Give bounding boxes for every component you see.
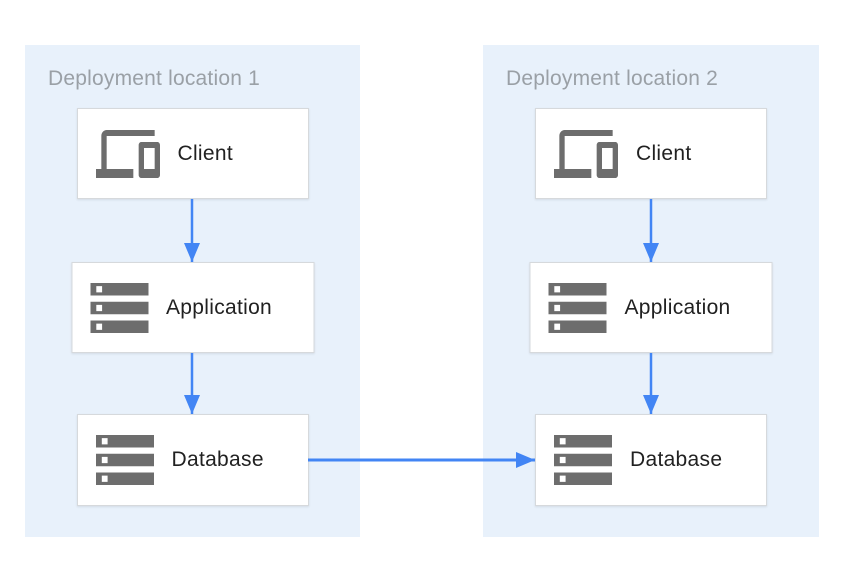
server-stack-icon: [554, 435, 612, 485]
node-label: Database: [171, 448, 264, 471]
panel-deployment-location-1: Deployment location 1 Client Application: [25, 45, 360, 537]
node-label: Database: [630, 448, 723, 471]
devices-icon: [95, 129, 160, 178]
server-stack-icon: [95, 435, 154, 485]
node-database: Database: [535, 414, 767, 506]
node-label: Client: [636, 141, 692, 165]
node-label: Application: [166, 295, 273, 319]
server-stack-icon: [90, 282, 148, 333]
node-application: Application: [71, 262, 314, 353]
node-label: Application: [624, 295, 731, 319]
panel-title: Deployment location 1: [48, 67, 260, 90]
devices-icon: [554, 129, 618, 178]
server-stack-icon: [548, 282, 607, 333]
node-client: Client: [535, 108, 767, 199]
node-client: Client: [76, 108, 309, 199]
node-label: Client: [177, 141, 233, 165]
node-database: Database: [76, 414, 309, 506]
node-application: Application: [529, 262, 773, 353]
panel-title: Deployment location 2: [506, 67, 718, 90]
panel-deployment-location-2: Deployment location 2 Client Application: [483, 45, 819, 537]
